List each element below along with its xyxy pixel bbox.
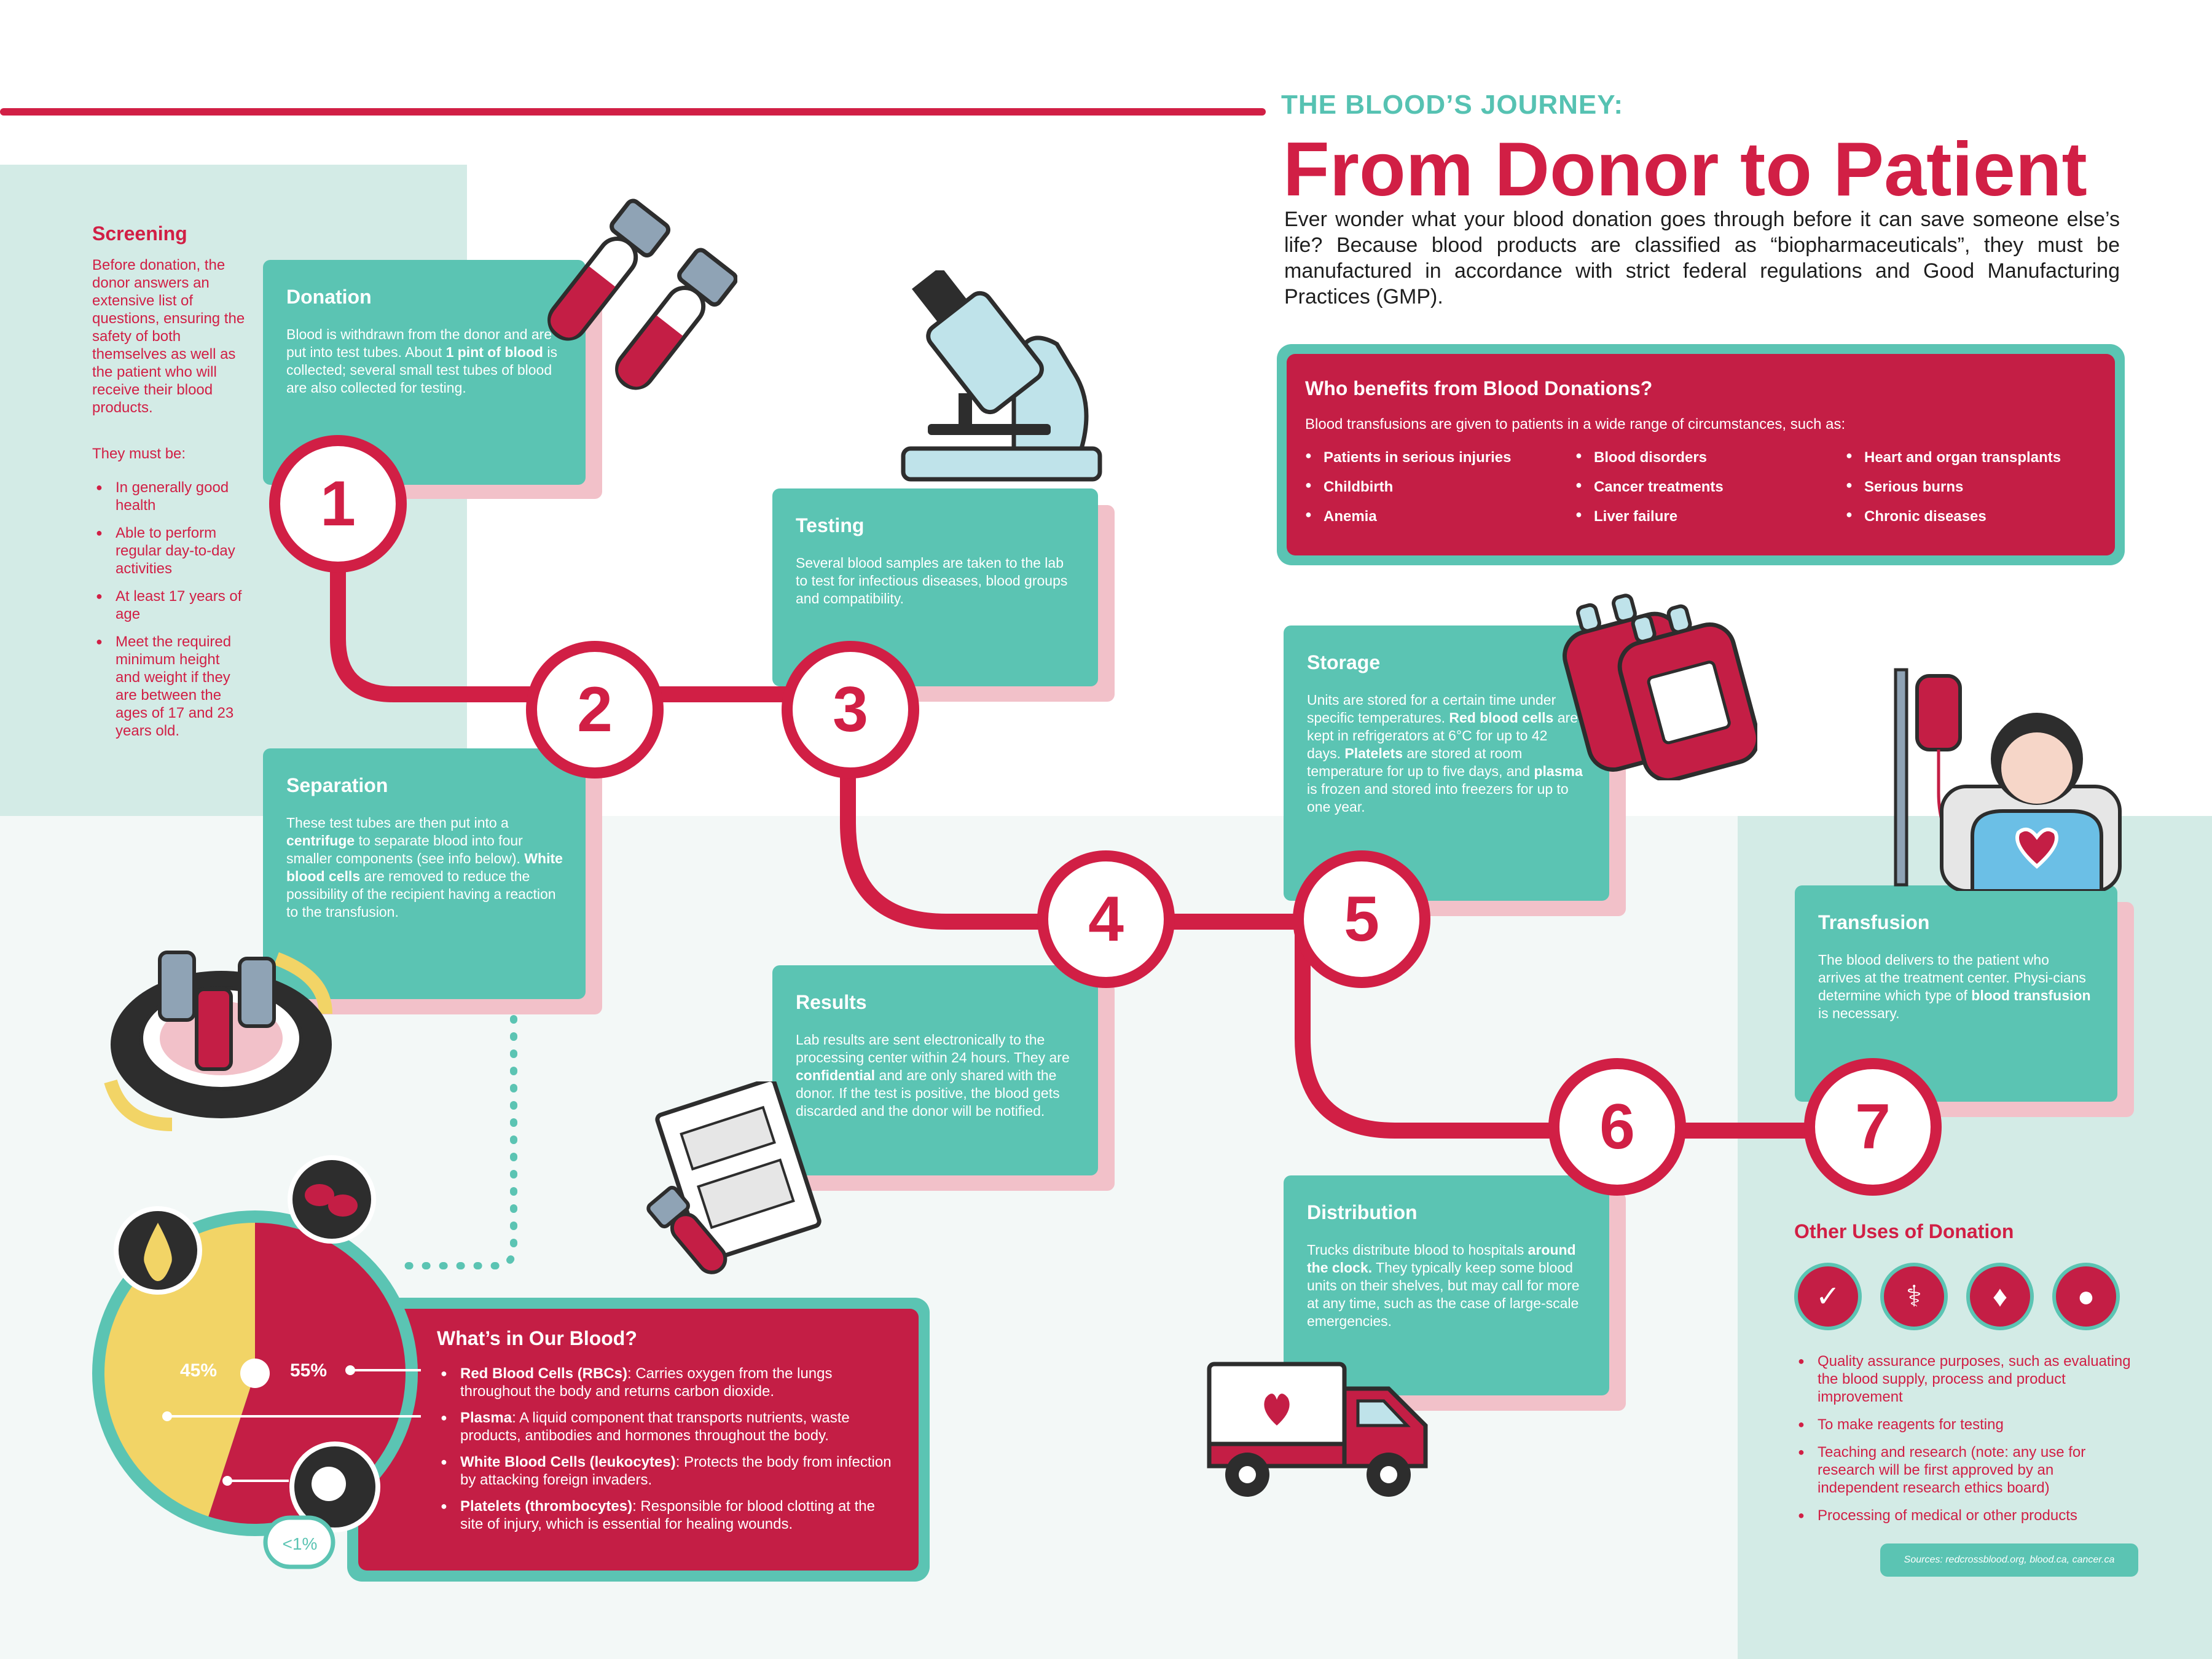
list-item: Heart and organ transplants (1846, 449, 2116, 466)
donation-text: Blood is withdrawn from the donor and ar… (286, 326, 557, 396)
list-item: Plasma: A liquid component that transpor… (437, 1409, 892, 1445)
benefits-title: Who benefits from Blood Donations? (1305, 377, 1653, 399)
screening-list: In generally good health Able to perform… (92, 479, 246, 740)
storage-text: Units are stored for a certain time unde… (1307, 692, 1583, 815)
header-rule (0, 108, 1266, 116)
checklist-icon: ✓ (1794, 1263, 1862, 1330)
other-uses-title: Other Uses of Donation (1794, 1220, 2014, 1242)
test-tubes-icon (547, 198, 737, 390)
testing-title: Testing (796, 514, 865, 536)
pct-small-label: <1% (283, 1534, 318, 1553)
blood-composition-pie: <1% 45% 55% (92, 1155, 421, 1569)
list-item: Teaching and research (note: any use for… (1794, 1443, 2138, 1497)
book-search-icon: ♦ (1966, 1263, 2034, 1330)
pct-right-label: 55% (290, 1360, 327, 1381)
list-item: Meet the required minimum height and wei… (92, 633, 246, 740)
list-item: Patients in serious injuries (1305, 449, 1575, 466)
testing-card: Testing Several blood samples are taken … (772, 488, 1098, 686)
step-2-circle: 2 (526, 641, 664, 779)
other-uses-list: Quality assurance purposes, such as eval… (1794, 1352, 2138, 1524)
benefits-panel: Who benefits from Blood Donations? Blood… (1287, 354, 2115, 555)
connector-dot (222, 1476, 232, 1486)
drop-icon (144, 1223, 172, 1281)
pct-left-label: 45% (180, 1360, 217, 1381)
list-item: Platelets (thrombocytes): Responsible fo… (437, 1497, 892, 1533)
benefits-list: Patients in serious injuries Blood disor… (1305, 449, 2096, 525)
blood-components-list: Red Blood Cells (RBCs): Carries oxygen f… (437, 1365, 892, 1533)
other-uses-icons: ✓ ⚕ ♦ ● (1794, 1263, 2138, 1330)
list-item: Chronic diseases (1846, 508, 2116, 525)
pill-icon: ● (2052, 1263, 2120, 1330)
distribution-card: Distribution Trucks distribute blood to … (1284, 1175, 1609, 1395)
step-7-circle: 7 (1804, 1058, 1942, 1196)
list-item: Childbirth (1305, 479, 1575, 496)
pie-slice-left (104, 1223, 255, 1517)
header-kicker: THE BLOOD’S JOURNEY: (1281, 90, 1624, 120)
list-item: In generally good health (92, 479, 246, 514)
testing-text: Several blood samples are taken to the l… (796, 555, 1068, 606)
other-uses-section: Other Uses of Donation ✓ ⚕ ♦ ● Quality a… (1794, 1220, 2138, 1534)
distribution-text: Trucks distribute blood to hospitals aro… (1307, 1242, 1580, 1329)
blood-bag-icon (1563, 594, 1757, 780)
step-4-circle: 4 (1037, 850, 1175, 988)
red-cell-icon (328, 1194, 358, 1217)
list-item: Serious burns (1846, 479, 2116, 496)
transfusion-text: The blood delivers to the patient who ar… (1818, 952, 2091, 1021)
intro-text: Ever wonder what your blood donation goe… (1284, 208, 2120, 308)
white-cell-icon (312, 1467, 346, 1501)
results-card: Results Lab results are sent electronica… (772, 965, 1098, 1175)
results-text: Lab results are sent electronically to t… (796, 1032, 1070, 1119)
screening-must-be: They must be: (92, 445, 186, 462)
screening-text: Before donation, the donor answers an ex… (92, 257, 245, 416)
patient-icon (1894, 668, 2122, 891)
step-1-circle: 1 (269, 435, 407, 573)
list-item: Liver failure (1575, 508, 1846, 525)
separation-card: Separation These test tubes are then put… (263, 748, 586, 999)
storage-title: Storage (1307, 651, 1381, 673)
list-item: At least 17 years of age (92, 587, 246, 623)
donation-card: Donation Blood is withdrawn from the don… (263, 260, 586, 485)
blood-title: What’s in Our Blood? (437, 1327, 637, 1349)
list-item: To make reagents for testing (1794, 1416, 2138, 1433)
transfusion-title: Transfusion (1818, 911, 1930, 933)
list-item: Quality assurance purposes, such as eval… (1794, 1352, 2138, 1406)
list-item: Cancer treatments (1575, 479, 1846, 496)
sources-badge: Sources: redcrossblood.org, blood.ca, ca… (1880, 1543, 2138, 1577)
list-item: Anemia (1305, 508, 1575, 525)
small-percent-badge (263, 1515, 335, 1569)
list-item: Red Blood Cells (RBCs): Carries oxygen f… (437, 1365, 892, 1400)
separation-title: Separation (286, 774, 388, 796)
step-6-circle: 6 (1548, 1058, 1686, 1196)
list-item: Able to perform regular day-to-day activ… (92, 524, 246, 578)
blood-panel: What’s in Our Blood? Red Blood Cells (RB… (358, 1309, 919, 1571)
red-cell-icon (305, 1184, 334, 1206)
microscope-icon (901, 270, 1102, 482)
centrifuge-icon (104, 951, 332, 1131)
results-title: Results (796, 991, 867, 1013)
truck-icon (1207, 1362, 1428, 1497)
donation-title: Donation (286, 286, 372, 308)
pie-center (240, 1359, 270, 1388)
lab-report-icon (646, 1081, 822, 1274)
step-5-circle: 5 (1293, 850, 1430, 988)
list-item: Blood disorders (1575, 449, 1846, 466)
benefits-subtitle: Blood transfusions are given to patients… (1305, 416, 1846, 433)
connector-dot (162, 1411, 172, 1421)
page-title: From Donor to Patient (1283, 127, 2087, 212)
flask-icon: ⚕ (1880, 1263, 1948, 1330)
list-item: Processing of medical or other products (1794, 1507, 2138, 1524)
list-item: White Blood Cells (leukocytes): Protects… (437, 1453, 892, 1489)
separation-text: These test tubes are then put into a cen… (286, 815, 563, 920)
distribution-title: Distribution (1307, 1201, 1418, 1223)
step-3-circle: 3 (782, 641, 919, 779)
screening-section: Screening Before donation, the donor ans… (92, 222, 246, 750)
connector-dot (345, 1365, 355, 1375)
screening-title: Screening (92, 222, 187, 245)
